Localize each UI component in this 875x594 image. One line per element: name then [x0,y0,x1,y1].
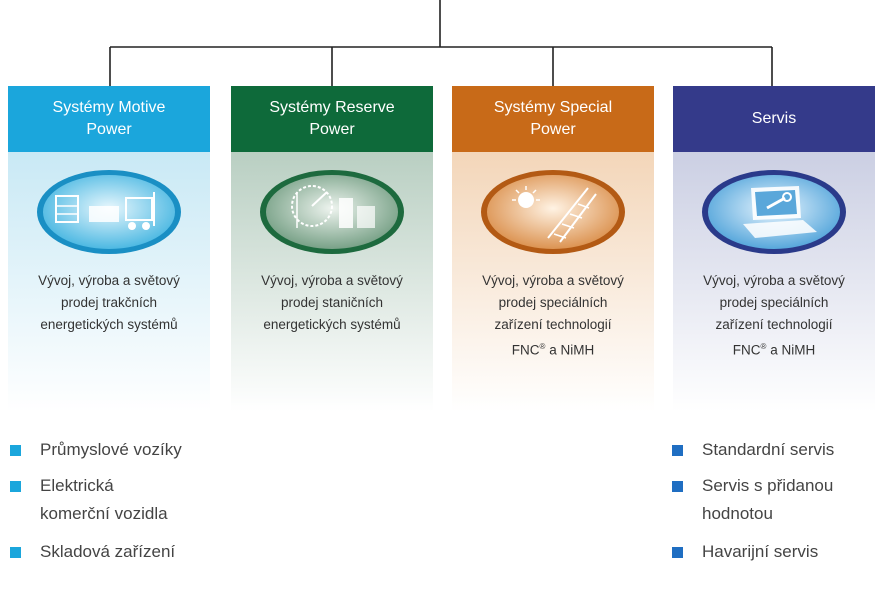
list-item: Skladová zařízení [10,538,182,566]
column-body-reserve: Vývoj, výroba a světový prodej staničníc… [231,152,433,412]
column-description-reserve: Vývoj, výroba a světový prodej staničníc… [257,270,407,336]
column-title-line1: Systémy Reserve [269,99,395,116]
list-item: Servis s přidanou [672,472,834,500]
column-header-reserve: Systémy Reserve Power [231,86,433,152]
list-item: Standardní servis [672,436,834,464]
desc-line: energetických systémů [263,317,401,332]
column-title-line1: Systémy Special [493,99,613,116]
power-station-icon [260,170,404,254]
column-title-line1: Systémy Motive [52,99,166,116]
column-servis: Servis Vývoj, výroba a světový prodej sp… [673,86,875,412]
bullet-square-icon [10,547,21,558]
column-reserve-power: Systémy Reserve Power Vývoj, výroba a sv… [231,86,433,412]
bullet-square-icon [672,445,683,456]
column-body-servis: Vývoj, výroba a světový prodej speciální… [673,152,875,412]
desc-line: prodej staničních [280,295,384,310]
sun-railway-icon [481,170,625,254]
desc-line: Vývoj, výroba a světový [482,273,624,288]
list-item: Havarijní servis [672,538,834,566]
forklift-warehouse-icon [37,170,181,254]
servis-bullet-list: Standardní servis Servis s přidanou hodn… [672,436,834,566]
desc-line: Vývoj, výroba a světový [703,273,845,288]
bullet-square-icon [672,481,683,492]
desc-line: prodej speciálních [498,295,608,310]
laptop-wrench-icon [702,170,846,254]
bullet-square-icon [672,547,683,558]
column-header-motive: Systémy Motive Power [8,86,210,152]
desc-line: zařízení technologií [494,317,612,332]
motive-bullet-list: Průmyslové vozíky Elektrická komerční vo… [10,436,182,566]
column-title-line2: Power [86,121,132,138]
desc-line-trademark: FNC® a NiMH [732,342,816,358]
column-header-special: Systémy Special Power [452,86,654,152]
column-title-line2: Power [530,121,576,138]
list-item: Elektrická [10,472,182,500]
bullet-square-icon [10,481,21,492]
list-item: Průmyslové vozíky [10,436,182,464]
column-description-special: Vývoj, výroba a světový prodej speciální… [478,270,628,362]
column-title-line1: Servis [751,110,797,127]
list-item-continuation: komerční vozidla [40,504,168,523]
column-header-servis: Servis [673,86,875,152]
desc-line: energetických systémů [40,317,178,332]
list-item-continuation: hodnotou [702,504,773,523]
column-special-power: Systémy Special Power [452,86,654,412]
desc-line-trademark: FNC® a NiMH [511,342,595,358]
column-motive-power: Systémy Motive Power Vývoj, výroba a svě… [8,86,210,412]
column-description-motive: Vývoj, výroba a světový prodej trakčních… [34,270,184,336]
column-title-line2: Power [309,121,355,138]
desc-line: prodej speciálních [719,295,829,310]
desc-line: Vývoj, výroba a světový [261,273,403,288]
org-connector-lines [109,0,773,86]
bullet-square-icon [10,445,21,456]
column-description-servis: Vývoj, výroba a světový prodej speciální… [699,270,849,362]
column-body-motive: Vývoj, výroba a světový prodej trakčních… [8,152,210,412]
desc-line: prodej trakčních [60,295,158,310]
desc-line: Vývoj, výroba a světový [38,273,180,288]
column-body-special: Vývoj, výroba a světový prodej speciální… [452,152,654,412]
desc-line: zařízení technologií [715,317,833,332]
